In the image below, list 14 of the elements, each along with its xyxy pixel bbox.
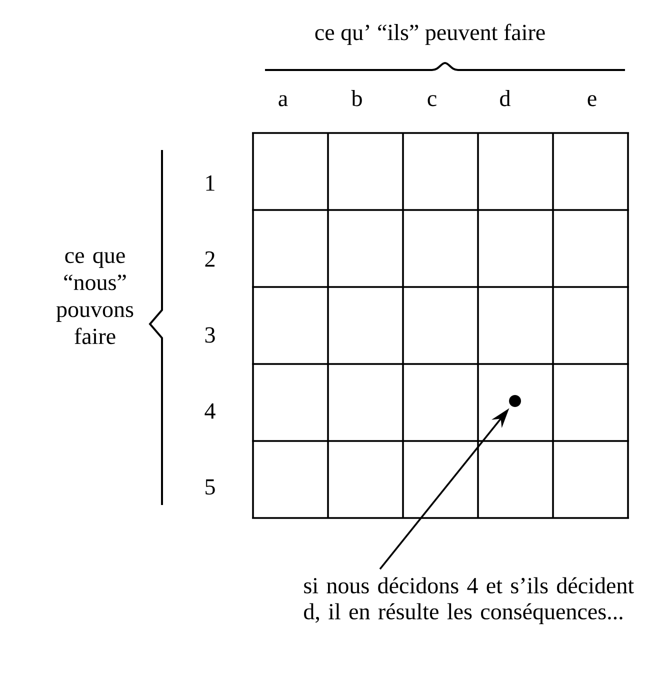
axis-title: ce qu’ “ils” peuvent faire (315, 24, 545, 45)
column-label: b (351, 90, 362, 106)
caption-text: si nous décidons 4 et s’ils décident d, il en résulte les conséquences... (304, 577, 634, 624)
row-label: 2 (205, 251, 214, 267)
column-label: d (500, 90, 510, 106)
column-label: c (428, 95, 436, 106)
column-label: e (588, 95, 596, 106)
row-label: 1 (206, 175, 214, 191)
row-label: 5 (206, 479, 215, 495)
dot (509, 395, 521, 407)
row-label: 3 (205, 327, 215, 343)
axis-title: ce que “nous” pouvons faire (56, 252, 134, 344)
column-label: a (278, 95, 288, 106)
row-label: 4 (204, 403, 216, 419)
